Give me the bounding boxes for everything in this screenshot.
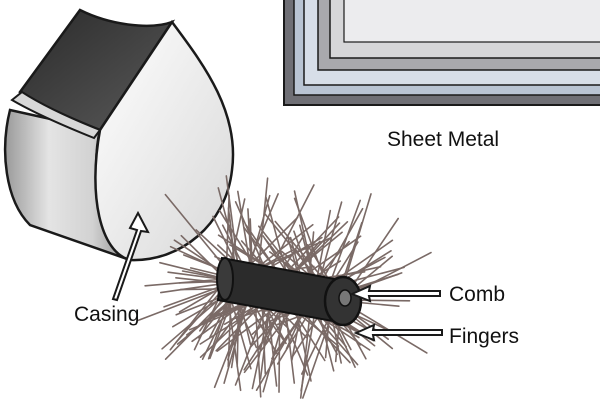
comb-arrow — [349, 284, 441, 303]
comb-label: Comb — [449, 283, 506, 306]
bristle-roller — [137, 175, 432, 399]
pointer-arrows — [111, 210, 443, 342]
casing-label: Casing — [74, 303, 140, 326]
casing-arrow — [111, 210, 150, 302]
sheet-metal-frame — [283, 0, 600, 106]
casing-shape — [3, 8, 235, 262]
fingers-arrow — [353, 323, 443, 342]
sheet-metal-label: Sheet Metal — [387, 128, 500, 151]
fingers-label: Fingers — [449, 325, 520, 348]
